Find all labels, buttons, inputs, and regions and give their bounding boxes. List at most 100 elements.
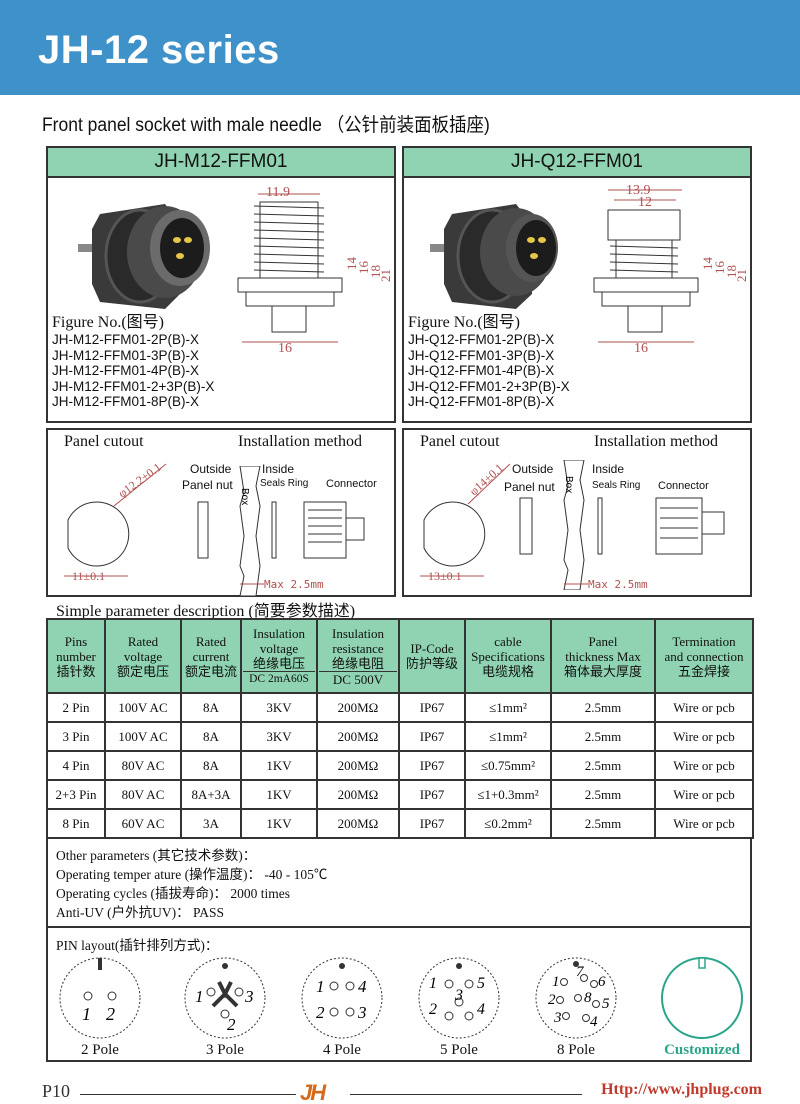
pin-label: 4 (358, 977, 367, 996)
table-cell: Wire or pcb (654, 721, 754, 752)
pin-label: 3 (454, 987, 463, 1004)
pin-label: 2 (316, 1003, 325, 1022)
pin-diagram-5: 1 5 3 2 4 (418, 957, 500, 1039)
table-cell: ≤1mm² (464, 721, 552, 752)
dimension-drawing: 11.9 16 14 16 18 21 (237, 185, 390, 356)
pin-label: 2 (106, 1004, 115, 1024)
figure-label: Figure No.(图号) (52, 314, 164, 331)
install-drawing: Box Max 2.5mm (197, 466, 365, 596)
pin-layout-box: PIN layout(插针排列方式)： 1 2 2 Pole 1 3 2 3 P… (46, 926, 752, 1062)
pin-diagram-3: 1 3 2 (184, 957, 266, 1039)
table-cell: 3 Pin (46, 721, 106, 752)
table-cell: Wire or pcb (654, 808, 754, 839)
table-cell: 2.5mm (550, 750, 656, 781)
pole-label: Customized (664, 1042, 740, 1058)
other-param-line: Other parameters (其它技术参数)： (56, 848, 257, 863)
brand-logo: JH (300, 1080, 326, 1104)
pole-label: 2 Pole (81, 1042, 119, 1058)
dim-top: 11.9 (266, 185, 290, 200)
inside-label: Inside (592, 462, 625, 476)
model-list: JH-M12-FFM01-2P(B)-X JH-M12-FFM01-3P(B)-… (52, 332, 214, 410)
dim-21: 21 (378, 269, 390, 282)
pole-2: 1 2 2 Pole (50, 948, 150, 1060)
pin-diagram-custom (661, 957, 743, 1039)
footer-rule (80, 1094, 296, 1095)
table-cell: ≤1+0.3mm² (464, 779, 552, 810)
cutout-width: 11±0.1 (72, 569, 105, 583)
page-title: JH-12 series (38, 28, 280, 72)
panel-cutout-card-q12: Panel cutout Installation method φ14±0.1… (402, 428, 752, 597)
pin-label: 2 (548, 992, 556, 1008)
pin-label: 4 (477, 1001, 485, 1018)
seals-ring-label: Seals Ring (592, 480, 641, 491)
table-cell: IP67 (398, 692, 466, 723)
table-cell: 8A (180, 692, 242, 723)
table-cell: Wire or pcb (654, 692, 754, 723)
product-name: JH-Q12-FFM01 (404, 148, 750, 178)
panel-cutout-label: Panel cutout (64, 433, 144, 450)
inside-label: Inside (262, 462, 295, 476)
pole-label: 4 Pole (323, 1042, 361, 1058)
box-label: Box (563, 476, 574, 493)
pole-4: 1 4 2 3 4 Pole (292, 948, 392, 1060)
model-item: JH-M12-FFM01-4P(B)-X (52, 363, 200, 378)
pin-label: 5 (602, 996, 610, 1012)
outside-label: Outside (190, 462, 232, 476)
pin-label: 1 (429, 975, 437, 992)
install-drawing: Box Max 2.5mm (519, 460, 725, 590)
pin-label: 2 (227, 1015, 236, 1034)
table-cell: 2 Pin (46, 692, 106, 723)
pin-label: 1 (82, 1004, 91, 1024)
table-cell: 1KV (240, 750, 318, 781)
seals-ring-label: Seals Ring (260, 478, 309, 489)
connector-photo (78, 204, 210, 309)
panel-nut-label: Panel nut (182, 478, 233, 492)
pin-diagram-4: 1 4 2 3 (301, 957, 383, 1039)
model-item: JH-M12-FFM01-2+3P(B)-X (52, 378, 215, 394)
table-cell: 2.5mm (550, 808, 656, 839)
dim-18: 18 (724, 265, 739, 278)
dim-16: 16 (712, 261, 727, 275)
website-link[interactable]: Http://www.jhplug.com (601, 1081, 762, 1098)
footer-rule (350, 1094, 582, 1095)
pole-3: 1 3 2 3 Pole (175, 948, 275, 1060)
header-banner: JH-12 series (0, 0, 800, 95)
max-thickness: Max 2.5mm (264, 578, 324, 591)
cutout-diameter: φ14±0.1 (467, 461, 506, 499)
table-cell: 1KV (240, 779, 318, 810)
table-cell: ≤1mm² (464, 692, 552, 723)
table-cell: ≤0.75mm² (464, 750, 552, 781)
model-item: JH-Q12-FFM01-8P(B)-X (408, 394, 555, 409)
pin-label: 1 (195, 987, 204, 1006)
install-method-label: Installation method (238, 433, 362, 450)
table-cell: 100V AC (104, 721, 182, 752)
table-cell: 200MΩ (316, 808, 400, 839)
pin-label: 3 (244, 987, 254, 1006)
model-item: JH-Q12-FFM01-2+3P(B)-X (408, 378, 570, 394)
pin-label: 1 (552, 974, 560, 990)
max-thickness: Max 2.5mm (588, 578, 648, 590)
cutout-width: 13±0.1 (428, 569, 462, 583)
table-cell: 100V AC (104, 692, 182, 723)
connector-label: Connector (658, 480, 709, 492)
table-cell: IP67 (398, 779, 466, 810)
model-item: JH-Q12-FFM01-4P(B)-X (408, 363, 555, 378)
dim-21: 21 (734, 269, 746, 282)
table-cell: 200MΩ (316, 750, 400, 781)
table-cell: 200MΩ (316, 721, 400, 752)
dimension-drawing: 13.9 12 16 14 16 18 21 (593, 183, 746, 356)
table-cell: 3A (180, 808, 242, 839)
cutout-drawing: φ14±0.1 13±0.1 (420, 461, 511, 583)
model-item: JH-M12-FFM01-2P(B)-X (52, 332, 200, 347)
pin-label: 1 (316, 977, 325, 996)
pin-diagram-8: 1 7 6 2 8 5 3 4 (535, 957, 617, 1039)
page-number: P10 (42, 1081, 71, 1101)
